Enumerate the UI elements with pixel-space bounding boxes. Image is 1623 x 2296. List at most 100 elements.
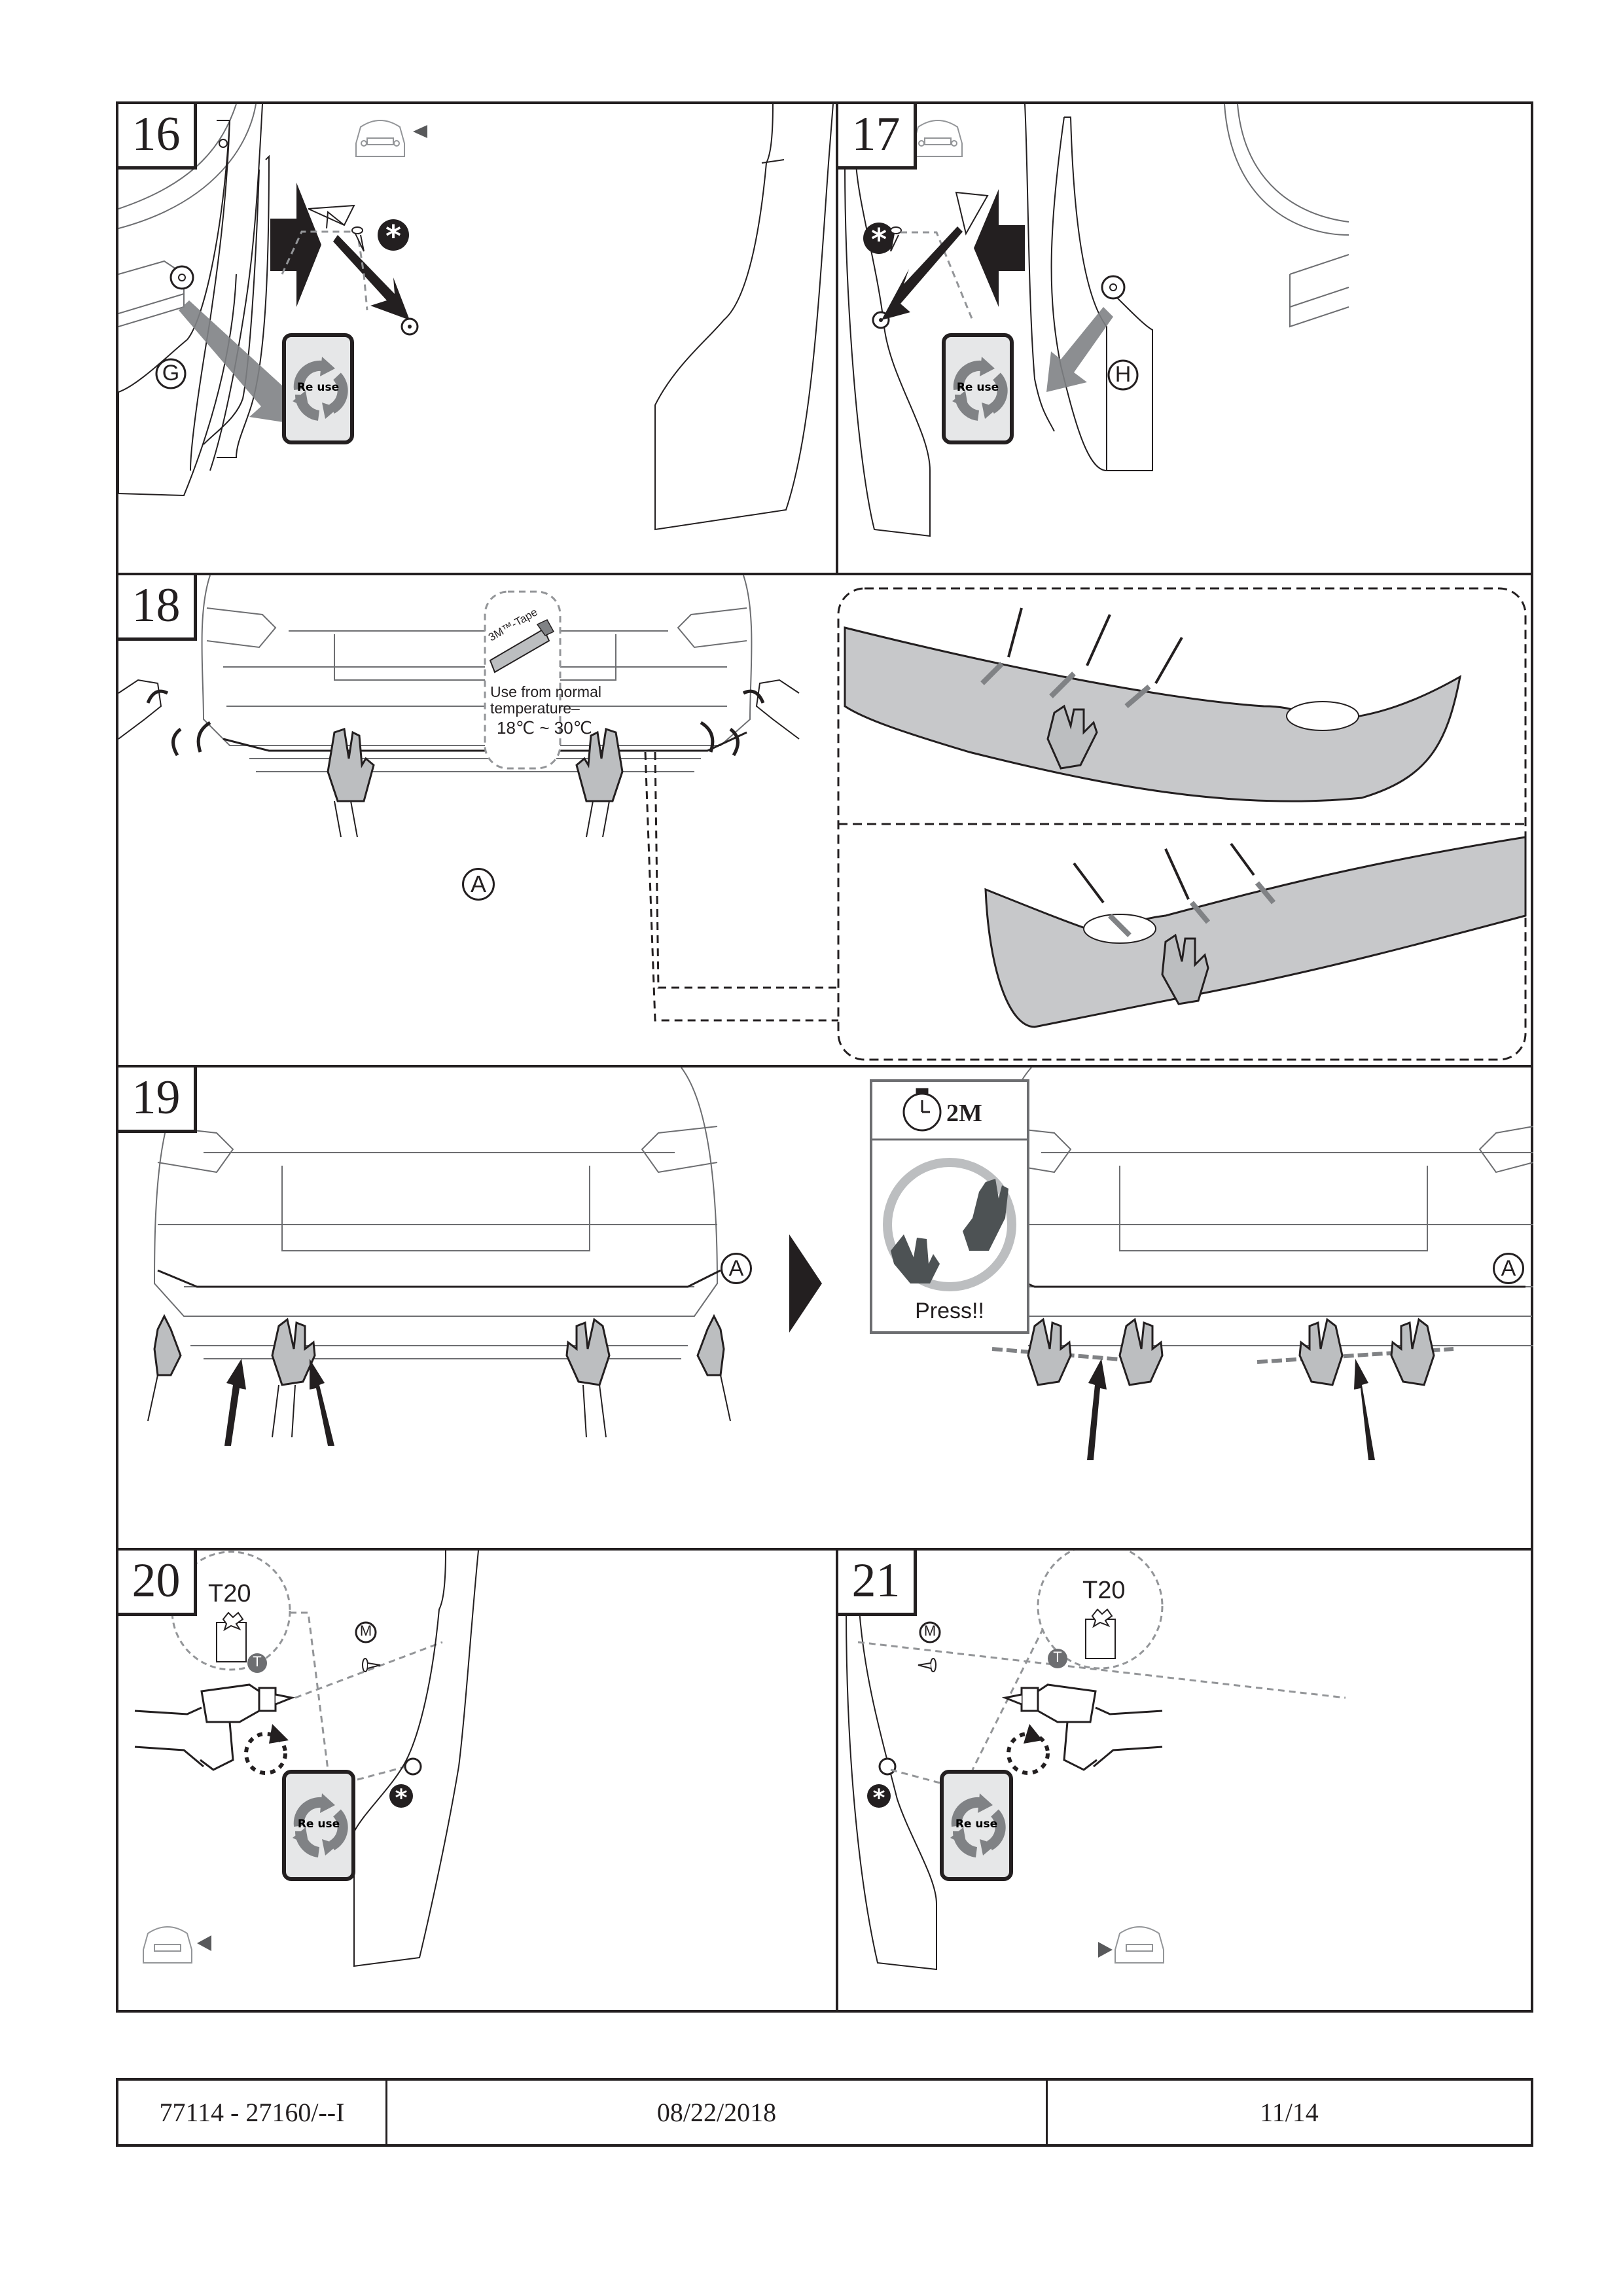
step-21-panel: 21 * [838,1551,1533,2010]
tape-temperature-range: 18℃ ~ 30℃ [497,718,592,738]
recycle-icon [293,357,348,421]
glove [696,1314,725,1376]
recycle-icon [952,357,1008,421]
asterisk-icon: * [389,1784,413,1812]
removal-arrow [1046,307,1113,392]
reuse-badge: Re use [282,1770,355,1881]
part-label: A [462,868,495,901]
glove [1298,1318,1344,1386]
svg-text:*: * [395,1785,408,1812]
recycle-icon [950,1793,1006,1857]
asterisk-icon: * [378,219,409,254]
removal-arrow [179,300,300,425]
part-label: H [1115,362,1132,387]
step-18-illustration [118,575,1527,1061]
tool-badge-label: T [253,1653,262,1670]
step-20-illustration: * [134,1551,479,1967]
part-label: G [162,361,180,386]
bumper-detail-top [844,626,1462,802]
press-hands-icon [891,1179,1008,1283]
glove [153,1314,182,1376]
car-front-icon [355,120,405,157]
asterisk-icon: * [863,222,895,257]
footer-page-number: 11/14 [1260,2098,1319,2127]
car-front-icon [1115,1926,1164,1964]
step-21-illustration: * [845,1551,1346,1971]
torx-callout [171,1551,291,1671]
asterisk-icon: * [867,1784,891,1812]
stopwatch-icon [902,1088,942,1132]
step-number: 19 [118,1067,197,1133]
glove-detail-top [1046,704,1098,770]
glove-detail-bottom [1161,933,1209,1005]
step-19-illustration [147,1067,1533,1460]
step-17-panel: 17 * [838,104,1533,575]
screw-label: M [359,1623,372,1639]
reuse-badge: Re use [282,333,354,444]
rotation-arrow-icon [244,1732,287,1775]
recycle-icon [293,1793,348,1857]
tape-note-line1: Use from normal [490,683,601,700]
torx-bit-label: T20 [1082,1577,1126,1604]
screw-label: M [923,1623,936,1639]
timer-label: 2M [946,1100,982,1127]
svg-text:*: * [385,219,401,254]
screw-icon [918,1658,936,1672]
step-number: 16 [118,104,197,170]
direction-indicator [413,125,427,138]
glove [565,1318,611,1386]
rotation-arrow-icon [1007,1732,1050,1775]
tool-badge [247,1653,267,1673]
part-label: A [1493,1253,1524,1284]
glove [1027,1318,1072,1386]
torx-bit-icon [1085,1608,1116,1659]
tool-badge [1048,1649,1067,1668]
glove [271,1318,316,1386]
glove-right [575,728,624,802]
direction-indicator [1098,1942,1113,1958]
step-number: 18 [118,575,197,641]
screw-icon [890,226,902,252]
svg-text:*: * [871,222,887,257]
step-number: 17 [838,104,917,170]
footer-date: 08/22/2018 [387,2081,1048,2144]
direction-arrow [270,183,321,307]
step-16-illustration: * [118,104,834,531]
mudflap-outline [844,162,931,537]
step-20-panel: 20 [118,1551,838,2010]
reuse-badge: Re use [942,333,1014,444]
step-18-panel: 18 [118,575,1533,1067]
direction-indicator [197,1935,211,1951]
car-front-icon [143,1926,192,1964]
screw-icon [351,226,365,252]
glove-left [327,728,375,802]
press-label: Press!! [915,1299,984,1323]
footer-table: 77114 - 27160/--I 08/22/2018 11/14 [116,2078,1533,2147]
tape-strip-icon [489,628,550,673]
press-sign-ring [883,1158,1016,1291]
tool-badge-label: T [1053,1649,1062,1665]
car-front-icon [913,120,963,157]
instruction-frame: 16 [116,101,1533,2013]
torx-bit-icon [216,1611,247,1662]
direction-arrow [974,189,1025,307]
footer-part-number: 77114 - 27160/--I [118,2081,387,2144]
screw-icon [362,1658,381,1672]
reuse-badge: Re use [940,1770,1013,1881]
step-19-panel: 19 [118,1067,1533,1551]
torx-callout [1037,1551,1164,1670]
next-arrow [789,1234,822,1333]
reuse-label: Re use [296,381,340,394]
step-number: 20 [118,1551,197,1616]
svg-text:*: * [873,1785,885,1812]
torx-bit-label: T20 [208,1580,251,1607]
peel-arrows [146,689,765,757]
reuse-label: Re use [297,1818,340,1831]
glove [1390,1318,1435,1386]
drill-icon [1001,1683,1097,1771]
tape-note-line2: temperature– [490,700,580,717]
reuse-label: Re use [956,381,999,394]
drill-icon [200,1683,296,1771]
reuse-label: Re use [955,1818,998,1831]
part-label: A [721,1253,752,1284]
